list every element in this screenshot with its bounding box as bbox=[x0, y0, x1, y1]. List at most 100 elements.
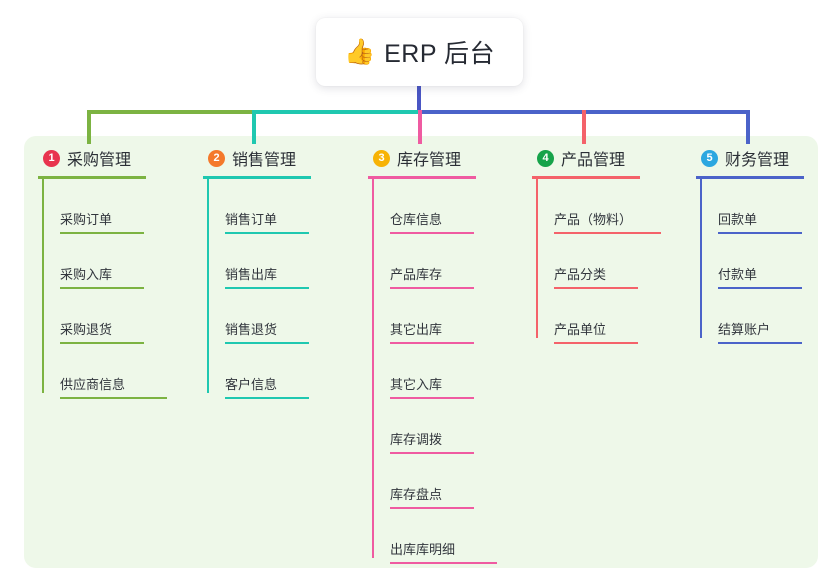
branch-item-label: 结算账户 bbox=[718, 322, 771, 337]
branch-item[interactable]: 产品库存 bbox=[372, 234, 518, 289]
branch-underline bbox=[203, 176, 311, 179]
connector-drop-1 bbox=[87, 110, 91, 144]
connector-drop-3 bbox=[418, 110, 422, 144]
branch-number-badge: 1 bbox=[43, 149, 60, 167]
branch-item-label: 采购入库 bbox=[60, 267, 113, 282]
branch-item-label: 库存调拨 bbox=[390, 432, 443, 447]
connector-drop-4 bbox=[582, 110, 586, 144]
branch-item-underline bbox=[390, 342, 474, 344]
branch-underline bbox=[38, 176, 146, 179]
branch-header-2[interactable]: 2 销售管理 bbox=[203, 146, 353, 170]
branch-item[interactable]: 客户信息 bbox=[207, 344, 353, 399]
branch-item-underline bbox=[554, 232, 661, 234]
branch-item[interactable]: 结算账户 bbox=[700, 289, 839, 344]
branch-item-underline bbox=[554, 342, 638, 344]
branch-number-badge: 3 bbox=[373, 149, 390, 167]
branch-spine bbox=[536, 179, 538, 338]
root-node-label: ERP 后台 bbox=[384, 40, 496, 68]
branch-item-underline bbox=[60, 232, 144, 234]
branch-item-label: 销售出库 bbox=[225, 267, 278, 282]
branch-item-underline bbox=[390, 452, 474, 454]
branch-item-list: 采购订单采购入库采购退货供应商信息 bbox=[38, 179, 188, 399]
branch-item-underline bbox=[718, 232, 802, 234]
branch-item-label: 出库库明细 bbox=[390, 542, 456, 557]
branch-item-label: 产品分类 bbox=[554, 267, 607, 282]
branch-item[interactable]: 付款单 bbox=[700, 234, 839, 289]
branch-item-list: 仓库信息产品库存其它出库其它入库库存调拨库存盘点出库库明细 bbox=[368, 179, 518, 564]
branch-spine bbox=[700, 179, 702, 338]
branch-item-underline bbox=[225, 397, 309, 399]
branch-item-underline bbox=[225, 232, 309, 234]
branch-header-5[interactable]: 5 财务管理 bbox=[696, 146, 839, 170]
branch-title: 采购管理 bbox=[67, 152, 132, 169]
branch-item-underline bbox=[718, 287, 802, 289]
branch-item[interactable]: 回款单 bbox=[700, 179, 839, 234]
branch-item[interactable]: 产品单位 bbox=[536, 289, 682, 344]
branch-spine bbox=[207, 179, 209, 393]
branch-item-label: 供应商信息 bbox=[60, 377, 126, 392]
connector-drop-5 bbox=[746, 110, 750, 144]
branch-title: 销售管理 bbox=[232, 152, 297, 169]
branch-item[interactable]: 其它入库 bbox=[372, 344, 518, 399]
branch-item[interactable]: 采购退货 bbox=[42, 289, 188, 344]
branch-number-badge: 5 bbox=[701, 149, 718, 167]
branch-item-underline bbox=[60, 397, 167, 399]
branch-item-underline bbox=[225, 342, 309, 344]
branch-item-underline bbox=[390, 397, 474, 399]
branch-item-label: 产品单位 bbox=[554, 322, 607, 337]
branch-item[interactable]: 产品（物料） bbox=[536, 179, 682, 234]
branch-item-label: 其它入库 bbox=[390, 377, 443, 392]
branch-spine bbox=[42, 179, 44, 393]
branch-item[interactable]: 销售订单 bbox=[207, 179, 353, 234]
branch-item-label: 采购订单 bbox=[60, 212, 113, 227]
branch-item-label: 仓库信息 bbox=[390, 212, 443, 227]
branch-item-underline bbox=[554, 287, 638, 289]
branch-item-label: 其它出库 bbox=[390, 322, 443, 337]
branch-item[interactable]: 供应商信息 bbox=[42, 344, 188, 399]
branch-item[interactable]: 库存调拨 bbox=[372, 399, 518, 454]
branch-item-list: 产品（物料） 产品分类产品单位 bbox=[532, 179, 682, 344]
branch-item[interactable]: 采购入库 bbox=[42, 234, 188, 289]
branch-item[interactable]: 仓库信息 bbox=[372, 179, 518, 234]
connector-drop-2 bbox=[252, 110, 256, 144]
branch-item[interactable]: 库存盘点 bbox=[372, 454, 518, 509]
branch-underline bbox=[696, 176, 804, 179]
branch-item[interactable]: 出库库明细 bbox=[372, 509, 518, 564]
branch-item-label: 回款单 bbox=[718, 212, 758, 227]
branch-item-label: 产品（物料） bbox=[554, 212, 633, 227]
branch-underline bbox=[532, 176, 640, 179]
root-node[interactable]: 👍 ERP 后台 bbox=[316, 18, 523, 86]
branch-item[interactable]: 采购订单 bbox=[42, 179, 188, 234]
branch-item[interactable]: 产品分类 bbox=[536, 234, 682, 289]
branch-item-underline bbox=[390, 287, 474, 289]
branch-item-list: 销售订单销售出库销售退货客户信息 bbox=[203, 179, 353, 399]
branch-header-3[interactable]: 3 库存管理 bbox=[368, 146, 518, 170]
branch-item[interactable]: 其它出库 bbox=[372, 289, 518, 344]
branch-item[interactable]: 销售出库 bbox=[207, 234, 353, 289]
branch-item-label: 采购退货 bbox=[60, 322, 113, 337]
branch-column-5: 5 财务管理回款单付款单结算账户 bbox=[696, 146, 839, 344]
branch-header-1[interactable]: 1 采购管理 bbox=[38, 146, 188, 170]
branch-number-badge: 2 bbox=[208, 149, 225, 167]
branch-item-underline bbox=[390, 507, 474, 509]
branch-underline bbox=[368, 176, 476, 179]
branch-item-label: 产品库存 bbox=[390, 267, 443, 282]
branch-title: 财务管理 bbox=[725, 152, 790, 169]
thumbs-up-icon: 👍 bbox=[343, 37, 376, 66]
branch-column-2: 2 销售管理销售订单销售出库销售退货客户信息 bbox=[203, 146, 353, 399]
branch-item[interactable]: 销售退货 bbox=[207, 289, 353, 344]
branch-spine bbox=[372, 179, 374, 558]
branch-item-list: 回款单付款单结算账户 bbox=[696, 179, 839, 344]
branch-item-label: 库存盘点 bbox=[390, 487, 443, 502]
branch-number-badge: 4 bbox=[537, 149, 554, 167]
branch-column-3: 3 库存管理仓库信息产品库存其它出库其它入库库存调拨库存盘点出库库明细 bbox=[368, 146, 518, 564]
branch-item-label: 付款单 bbox=[718, 267, 758, 282]
connector-bus-middle bbox=[252, 110, 420, 114]
diagram-background-panel bbox=[24, 136, 818, 568]
branch-title: 库存管理 bbox=[397, 152, 462, 169]
branch-item-underline bbox=[60, 342, 144, 344]
connector-bus-left bbox=[87, 110, 254, 114]
